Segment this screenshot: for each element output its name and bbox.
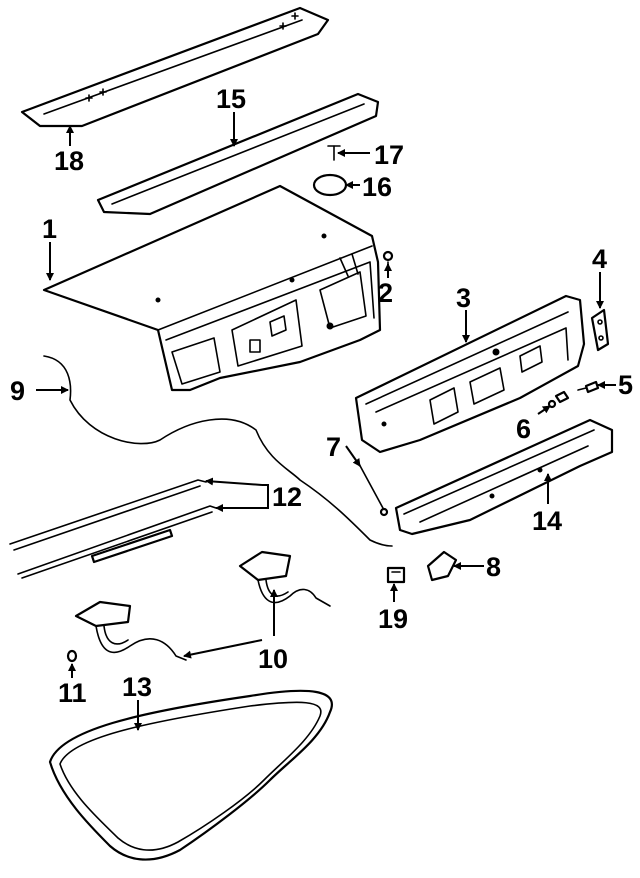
part-5-screw [577,380,600,394]
callout-19: 19 [378,604,408,634]
callout-9: 9 [10,376,25,406]
callout-5: 5 [618,370,633,400]
leader-10a [183,639,263,659]
leader-7 [345,445,361,467]
callout-11: 11 [58,678,87,708]
part-17-pin [327,145,341,161]
part-1-trunk-lid [42,184,382,392]
callout-8: 8 [486,552,501,582]
callout-13: 13 [122,672,152,702]
callout-4: 4 [592,244,607,274]
part-6-nut [547,390,570,409]
callout-18: 18 [54,146,84,176]
part-14-garnish [394,418,614,536]
part-4-bracket [590,308,610,352]
part-13-weatherstrip [48,689,333,861]
callout-10: 10 [258,644,288,674]
leader-12 [262,484,269,509]
callout-6: 6 [516,414,531,444]
callout-2: 2 [378,278,393,308]
part-19-striker [386,566,406,584]
callout-16: 16 [362,172,392,202]
callout-17: 17 [374,140,404,170]
callout-1: 1 [42,214,57,244]
callout-labels: 1 2 3 4 5 6 7 8 9 10 11 12 13 14 15 16 1… [10,84,633,708]
leader-12a [205,477,263,486]
leader-lines [36,112,616,731]
part-10-hinges [74,550,331,661]
part-12-torsion-rods [9,479,217,579]
part-9-cable [43,355,393,547]
part-7-rod [357,461,389,517]
callout-14: 14 [532,506,562,536]
part-16-cap [312,173,348,197]
leader-6 [537,405,551,415]
callout-12: 12 [272,482,302,512]
part-8-latch [426,550,458,582]
callout-7: 7 [326,432,341,462]
callout-3: 3 [456,283,471,313]
part-18-spoiler [20,6,330,128]
part-11-bolt [66,649,78,663]
callout-15: 15 [216,84,246,114]
part-3-trim-panel [354,294,586,454]
part-15-spoiler-base [96,92,380,216]
